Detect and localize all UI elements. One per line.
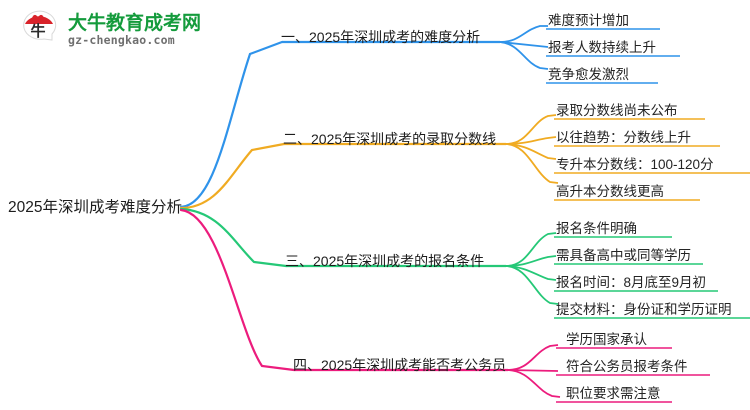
- mindmap-leaf-3-1[interactable]: 报名条件明确: [556, 221, 637, 236]
- mindmap-leaf-2-1[interactable]: 录取分数线尚未公布: [556, 103, 678, 118]
- mindmap-leaf-2-3[interactable]: 专升本分数线：100-120分: [556, 157, 714, 172]
- connector-b3-c2: [505, 255, 557, 267]
- mindmap-branch-node-4[interactable]: 四、2025年深圳成考能否考公务员: [293, 357, 507, 373]
- connector-root-branch-4: [179, 208, 296, 372]
- mindmap-leaf-4-1[interactable]: 学历国家承认: [566, 332, 647, 347]
- mindmap-leaf-4-3[interactable]: 职位要求需注意: [566, 386, 661, 401]
- brand-name-cn: 大牛教育成考网: [68, 13, 202, 34]
- connector-b4-c1: [507, 344, 559, 371]
- site-logo: 牛 大牛教育成考网 gz-chengkao.com: [18, 6, 208, 54]
- connector-b3-c3: [505, 265, 557, 281]
- logo-text-block: 大牛教育成考网 gz-chengkao.com: [68, 14, 201, 46]
- svg-text:牛: 牛: [30, 22, 45, 40]
- connector-b2-c2: [505, 136, 557, 145]
- connector-b3-c1: [505, 232, 557, 267]
- mindmap-root-node[interactable]: 2025年深圳成考难度分析: [8, 199, 182, 216]
- mindmap-branch-node-3[interactable]: 三、2025年深圳成考的报名条件: [285, 253, 485, 269]
- connector-b2-c3: [505, 143, 557, 160]
- connector-b4-c3: [507, 369, 561, 398]
- mindmap-leaf-1-1[interactable]: 难度预计增加: [548, 13, 629, 28]
- connector-b2-c1: [505, 114, 557, 145]
- connector-root-branch-2: [179, 142, 286, 210]
- mindmap-leaf-1-3[interactable]: 竞争愈发激烈: [548, 67, 629, 82]
- mindmap-leaf-2-4[interactable]: 高升本分数线更高: [556, 184, 664, 199]
- connector-b3-c4: [505, 265, 559, 305]
- connector-b4-c2: [507, 369, 559, 372]
- mindmap-leaf-3-3[interactable]: 报名时间：8月底至9月初: [556, 275, 707, 290]
- connector-b1-c3: [499, 41, 549, 70]
- mindmap-branch-node-1[interactable]: 一、2025年深圳成考的难度分析: [281, 29, 481, 45]
- mindmap-leaf-4-2[interactable]: 符合公务员报考条件: [566, 359, 688, 374]
- connector-root-branch-1: [179, 40, 284, 209]
- mindmap-branch-node-2[interactable]: 二、2025年深圳成考的录取分数线: [283, 131, 497, 147]
- daniu-bull-logo-icon: 牛: [18, 8, 62, 52]
- connector-b2-c4: [505, 143, 559, 184]
- mindmap-leaf-1-2[interactable]: 报考人数持续上升: [548, 40, 656, 55]
- mindmap-leaf-2-2[interactable]: 以往趋势：分数线上升: [556, 130, 691, 145]
- brand-url: gz-chengkao.com: [68, 32, 175, 47]
- connector-b1-c2: [499, 41, 549, 48]
- connector-b1-c1: [499, 25, 548, 43]
- mindmap-leaf-3-4[interactable]: 提交材料：身份证和学历证明: [556, 302, 732, 317]
- mindmap-leaf-3-2[interactable]: 需具备高中或同等学历: [556, 248, 691, 263]
- connector-root-branch-3: [179, 207, 288, 268]
